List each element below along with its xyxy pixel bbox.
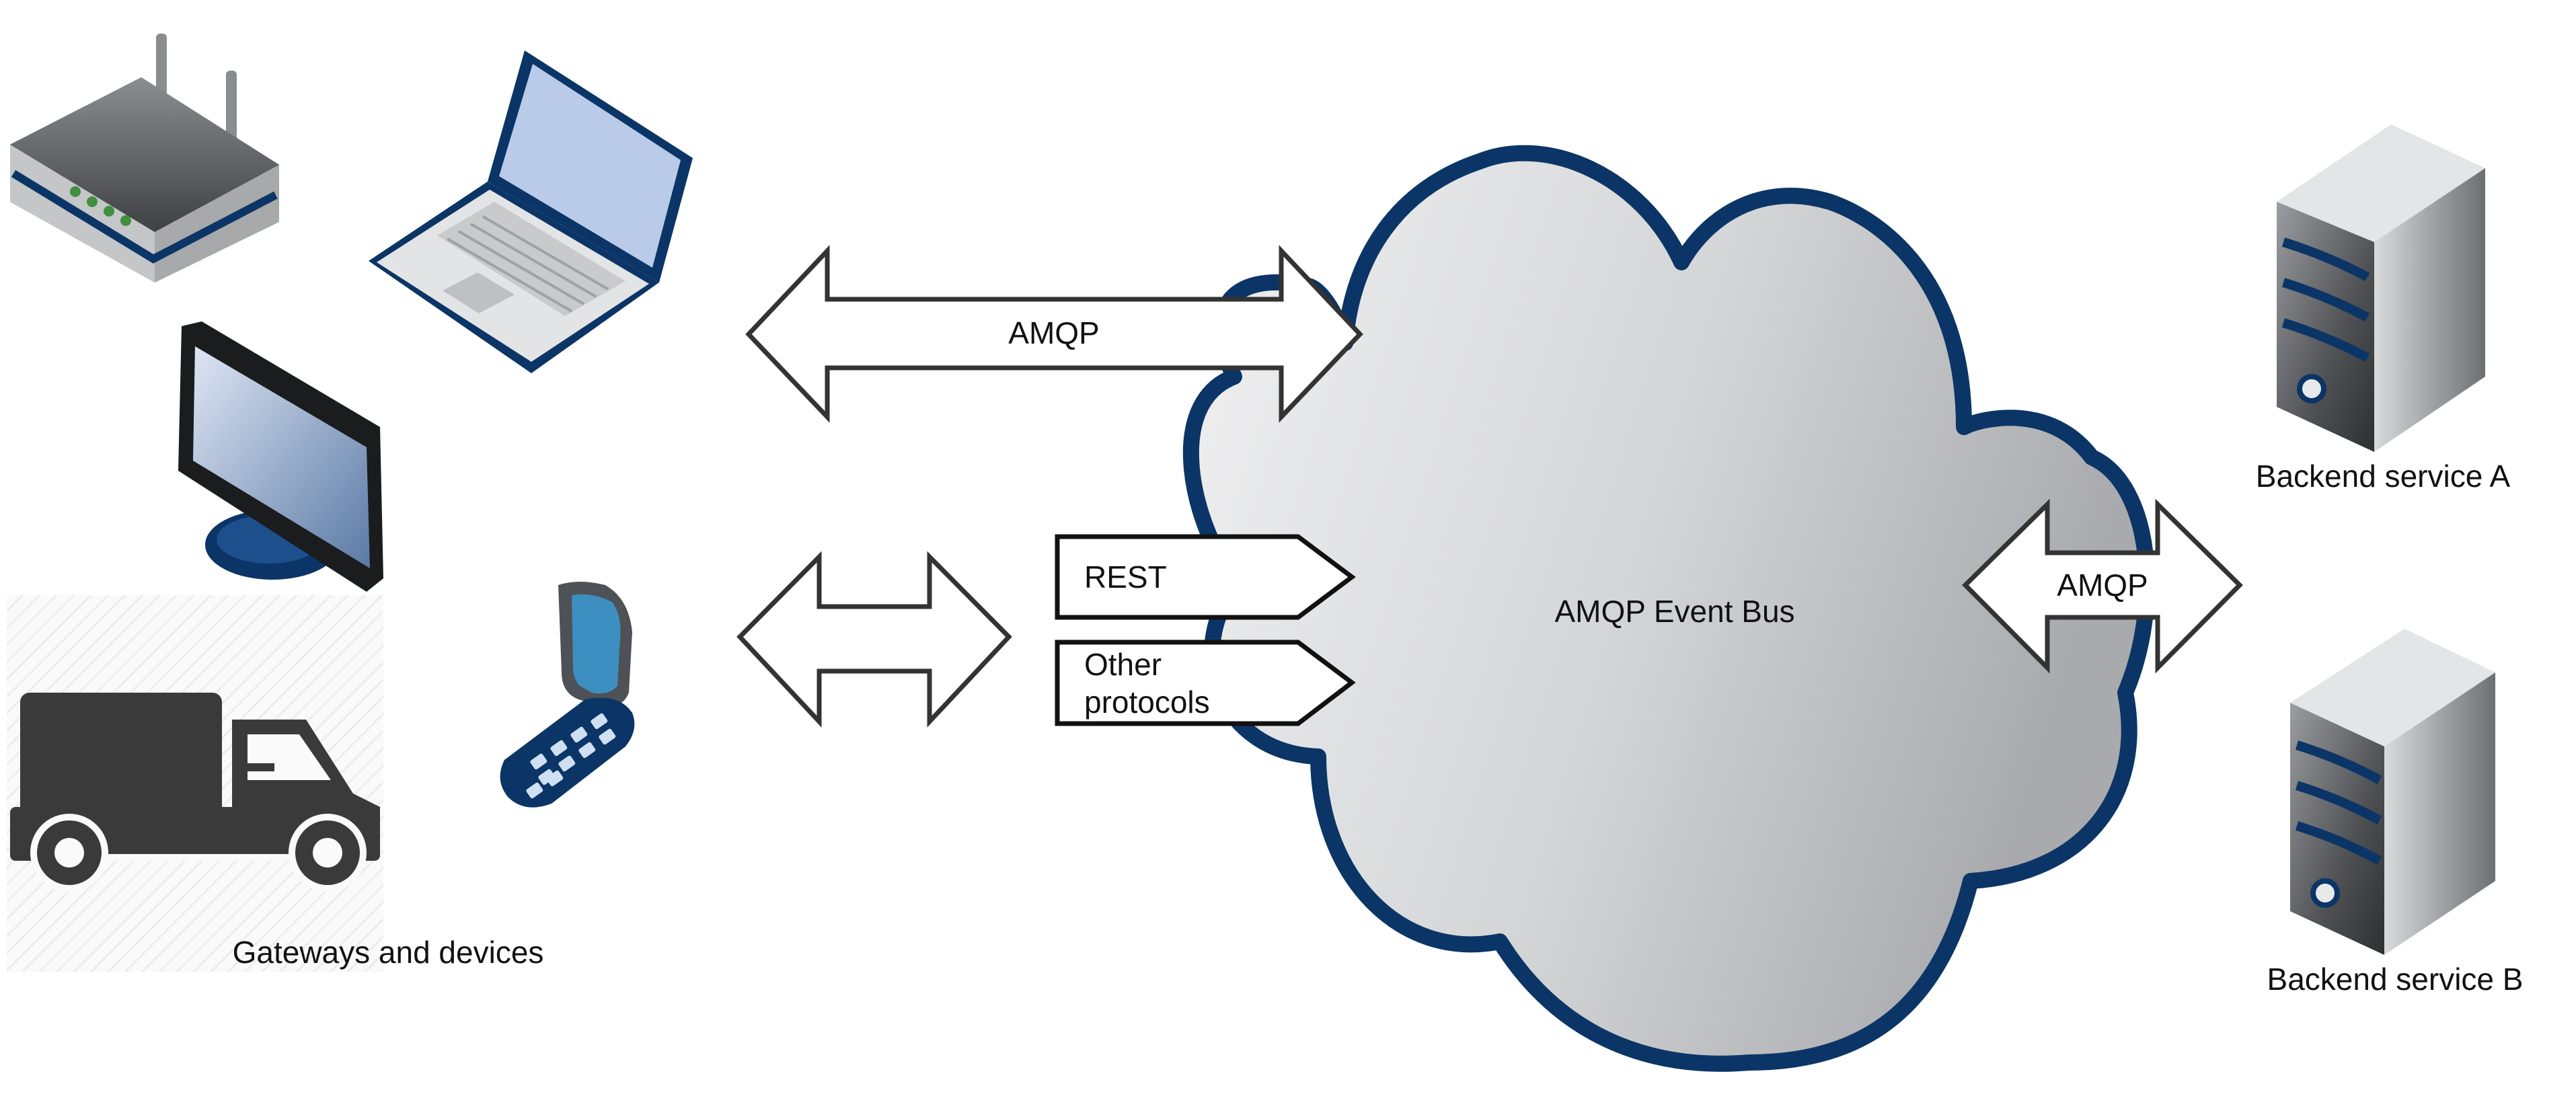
- rest-label: REST: [1084, 560, 1167, 594]
- router-icon: [10, 34, 279, 282]
- other-protocols-label-line2: protocols: [1084, 685, 1210, 720]
- device-double-arrow: [736, 551, 1012, 728]
- amqp-right-arrow: AMQP: [1962, 498, 2243, 674]
- truck-icon: [7, 595, 383, 972]
- laptop-icon: [369, 50, 693, 373]
- amqp-top-arrow: AMQP: [745, 245, 1363, 423]
- server-icon: [2277, 124, 2485, 452]
- devices-label: Gateways and devices: [233, 935, 544, 970]
- amqp-right-label: AMQP: [2057, 568, 2148, 603]
- backend-a-label: Backend service A: [2256, 459, 2511, 494]
- other-protocols-arrow: Other protocols: [1055, 640, 1356, 726]
- rest-arrow: REST: [1055, 534, 1356, 620]
- flip-phone-icon: [500, 582, 635, 808]
- server-icon: [2290, 629, 2495, 955]
- backend-b-label: Backend service B: [2267, 962, 2524, 997]
- other-protocols-label-line1: Other: [1084, 647, 1162, 682]
- amqp-top-label: AMQP: [1008, 315, 1099, 350]
- monitor-icon: [178, 321, 383, 592]
- event-bus-label: AMQP Event Bus: [1554, 594, 1794, 629]
